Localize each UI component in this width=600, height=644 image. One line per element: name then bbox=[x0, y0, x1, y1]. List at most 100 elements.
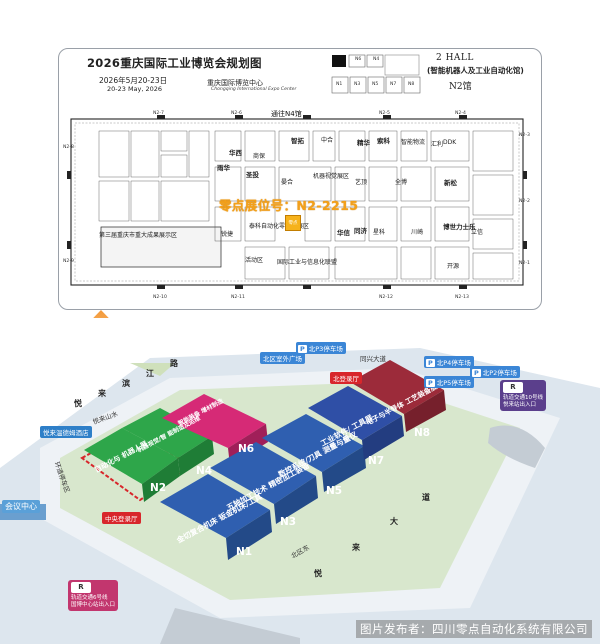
zone-jiqi: 机器视觉展区 bbox=[313, 173, 350, 180]
road-yuelai-3: 滨 bbox=[122, 379, 130, 388]
parking-p4-label: 北P4停车场 bbox=[436, 359, 471, 367]
north-hall-label: 北登录厅 bbox=[330, 372, 362, 384]
floor-plan-date-en: 20-23 May, 2026 bbox=[107, 85, 163, 93]
zone-pavilion-label: 第三届重庆市重大成果展示区 bbox=[99, 232, 178, 239]
mini-label-n8: N8 bbox=[408, 82, 415, 87]
mini-hall-n5 bbox=[367, 76, 385, 94]
zone-shengtou: 圣投 bbox=[246, 171, 259, 179]
corridor-n2-10: N2-10 bbox=[153, 295, 167, 300]
zone-suoke: 索科 bbox=[377, 137, 390, 145]
parking-p5-label: 北P5停车场 bbox=[436, 379, 471, 387]
metro-line6-label: 轨道交通6号线 国博中心站出入口 bbox=[71, 595, 116, 608]
hall-n2-side bbox=[142, 458, 180, 502]
hall-inner-line bbox=[74, 122, 520, 282]
hall-n7-roof[interactable] bbox=[308, 386, 402, 440]
hall-n3-roof[interactable] bbox=[210, 442, 316, 504]
corridor-to-n4: 通往N4馆 bbox=[271, 110, 302, 118]
parking-p3-label: 北P3停车场 bbox=[308, 345, 343, 353]
hall-n6-roof[interactable] bbox=[162, 394, 266, 448]
floor-plan-title: 2026重庆国际工业博览会规划图 bbox=[87, 56, 262, 70]
corridor-n2-8: N2-8 bbox=[63, 145, 74, 150]
road-yuelai-avenue-4: 悦 bbox=[314, 569, 322, 578]
road-yuelai-5: 路 bbox=[170, 359, 178, 368]
zone-huaxi: 华西 bbox=[229, 149, 242, 157]
corridor-n2-5: N2-5 bbox=[379, 111, 390, 116]
road-yuelai-4: 江 bbox=[146, 369, 154, 378]
metro-line6: R 轨道交通6号线 国博中心站出入口 bbox=[68, 580, 119, 611]
n2-floor-plan: 2026重庆国际工业博览会规划图 2026年5月20-23日 20-23 May… bbox=[58, 48, 542, 310]
parking-p5-icon: P bbox=[426, 379, 435, 387]
corridor-n2-13: N2-13 bbox=[455, 295, 469, 300]
zone-yiqi: 艺顶 bbox=[355, 179, 368, 186]
site-road-curve bbox=[488, 425, 545, 468]
site-road-south bbox=[160, 608, 300, 644]
road-tongxing: 同兴大道 bbox=[360, 355, 386, 363]
hall-n4-roof[interactable] bbox=[122, 408, 212, 458]
mini-locator-map bbox=[331, 54, 421, 94]
floor-plan-drawing bbox=[67, 115, 527, 289]
zone-lixin: 立信 bbox=[471, 229, 484, 236]
parking-p4-icon: P bbox=[426, 359, 435, 367]
mini-label-n7: N7 bbox=[390, 82, 397, 87]
zone-chuanqi: 川崎 bbox=[411, 229, 424, 236]
hall-n1-side bbox=[226, 510, 272, 560]
zone-jinghua-2: 同济 bbox=[354, 227, 367, 235]
conference-center-label: 会议中心 bbox=[2, 500, 40, 513]
floor-plan-hall-en: 2 HALL bbox=[436, 53, 474, 63]
zone-ddk: DDK bbox=[443, 139, 457, 146]
floor-plan-venue-en: Chongqing International Expo Center bbox=[211, 87, 297, 92]
zone-yuhua: 雨华 bbox=[217, 164, 230, 172]
hall-n4-side bbox=[178, 436, 214, 476]
mini-hall-n1 bbox=[331, 76, 349, 94]
metro-logo-icon: R bbox=[503, 382, 523, 393]
metro-logo-icon-2: R bbox=[71, 582, 91, 593]
zone-xinchen: 新松 bbox=[444, 179, 457, 187]
floor-plan-hall-cn: N2馆 bbox=[449, 82, 472, 92]
corridor-n2-4: N2-4 bbox=[455, 111, 466, 116]
hall-n2-roof[interactable] bbox=[84, 428, 178, 484]
mini-hall-n6 bbox=[348, 54, 366, 68]
zone-ruijie: 锐捷 bbox=[221, 231, 234, 238]
hall-n8-roof[interactable] bbox=[350, 360, 444, 414]
mini-label-n5: N5 bbox=[372, 82, 379, 87]
central-hall-label: 中央登录厅 bbox=[102, 512, 141, 524]
zone-huaxin: 华信 bbox=[337, 229, 350, 237]
hall-n5-label: N5 bbox=[326, 485, 343, 497]
hall-n3-side bbox=[274, 476, 318, 524]
floor-plan-venue-cn: 重庆国际博览中心 bbox=[207, 79, 263, 87]
hall-n1-roof[interactable] bbox=[160, 474, 270, 538]
floor-plan-hall-subtitle: (智能机器人及工业自动化馆) bbox=[427, 66, 524, 75]
zone-guoji: 国际工业与信息化联盟 bbox=[277, 259, 338, 266]
pavilion-area bbox=[100, 226, 222, 268]
hall-n8-label: N8 bbox=[414, 427, 431, 439]
hall-outline bbox=[70, 118, 524, 286]
hall-n8-side bbox=[404, 390, 446, 432]
zone-jinghua: 精华 bbox=[357, 139, 370, 147]
parking-p2-icon: P bbox=[472, 369, 481, 377]
zone-xingke: 星科 bbox=[373, 229, 386, 236]
corridor-n2-6: N2-6 bbox=[231, 111, 242, 116]
zone-shangbao: 商保 bbox=[253, 153, 266, 160]
hall-n5-roof[interactable] bbox=[262, 414, 364, 472]
mini-plaza bbox=[384, 54, 420, 76]
hall-n6-label: N6 bbox=[238, 443, 255, 455]
hall-n5-side bbox=[322, 446, 366, 492]
mini-label-n4: N4 bbox=[373, 57, 380, 62]
highlight-booth[interactable]: 零点 bbox=[285, 215, 301, 231]
mini-hall-n4 bbox=[366, 54, 384, 68]
credit-line: 图片发布者：四川零点自动化系统有限公司 bbox=[356, 620, 592, 638]
exhibition-halls bbox=[80, 360, 446, 560]
zone-yanhe: 晏合 bbox=[281, 179, 294, 186]
road-yuelai-avenue-2: 大 bbox=[390, 517, 398, 526]
hall-n7-label: N7 bbox=[368, 455, 385, 467]
zone-quanzhi: 全博 bbox=[395, 179, 408, 186]
corridor-n2-1: N2-1 bbox=[519, 261, 530, 266]
road-yuelai-1: 悦 bbox=[74, 399, 82, 408]
corridor-n2-9: N2-9 bbox=[63, 259, 74, 264]
